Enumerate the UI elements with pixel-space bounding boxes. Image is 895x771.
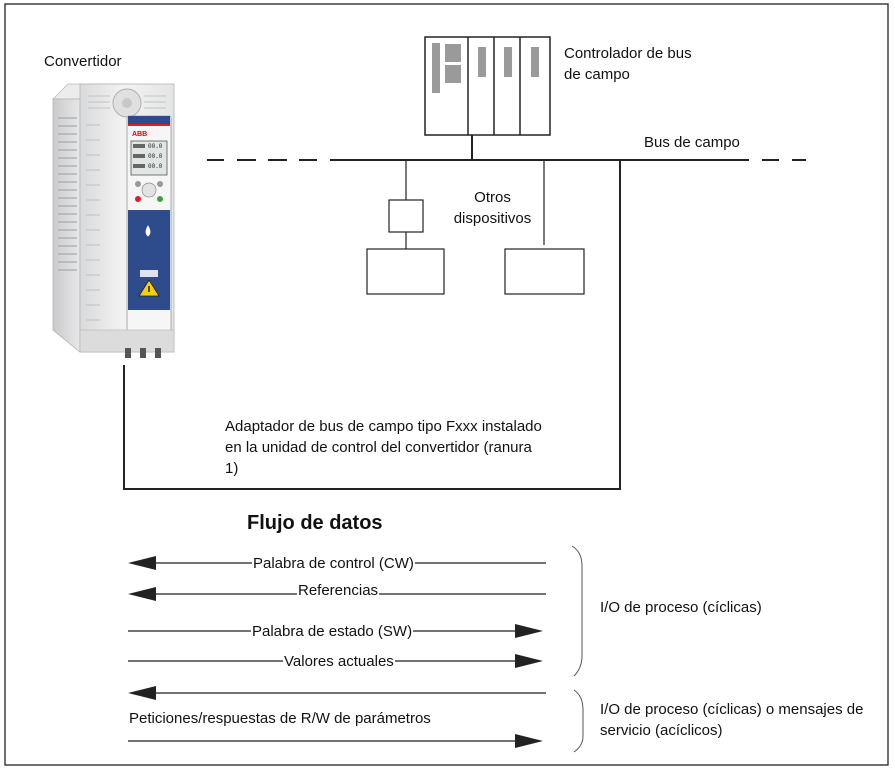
terminal-icon — [155, 348, 161, 358]
brace-process-io — [571, 545, 583, 677]
data-flow-title: Flujo de datos — [247, 512, 383, 534]
controller-label: Controlador de bus de campo — [564, 45, 692, 83]
start-button-icon — [157, 196, 163, 202]
figure-frame — [4, 3, 889, 766]
device-links — [405, 160, 545, 249]
converter-label: Convertidor — [44, 53, 122, 70]
other-devices-label: Otros dispositivos — [453, 189, 532, 227]
process-io-or-service-label: I/O de proceso (cíclicas) o mensajes de … — [600, 701, 864, 739]
terminal-icon — [140, 348, 146, 358]
other-device-small — [388, 199, 424, 233]
process-io-label: I/O de proceso (cíclicas) — [600, 599, 762, 616]
fieldbus-controller — [424, 36, 551, 136]
drive-side-panel — [52, 98, 81, 353]
flow-label-parameters: Peticiones/respuestas de R/W de parámetr… — [129, 710, 431, 727]
terminal-icon — [125, 348, 131, 358]
panel-readout: 00.0 — [148, 153, 163, 160]
flow-label-sw: Palabra de estado (SW) — [251, 621, 414, 642]
brace-service — [573, 689, 584, 753]
fieldbus-label: Bus de campo — [644, 134, 740, 151]
abb-logo: ABB — [132, 131, 147, 138]
flow-label-cw: Palabra de control (CW) — [252, 553, 415, 574]
panel-keypad — [141, 182, 157, 198]
fieldbus-network — [207, 135, 806, 161]
other-device-b — [504, 248, 585, 295]
controller-module-indicator — [432, 43, 440, 93]
other-device-a — [366, 248, 445, 295]
adapter-label: Adaptador de bus de campo tipo Fxxx inst… — [225, 418, 542, 477]
water-drop-icon — [145, 225, 151, 237]
stop-button-icon — [135, 196, 141, 202]
flow-label-actual-values: Valores actuales — [283, 651, 395, 672]
drive-illustration: ABB 00.0 00.0 00.0 — [52, 83, 175, 358]
adapter-connection-line — [123, 160, 621, 490]
flow-label-references: Referencias — [297, 580, 380, 601]
panel-readout: 00.0 — [148, 163, 163, 170]
panel-readout: 00.0 — [148, 143, 163, 150]
